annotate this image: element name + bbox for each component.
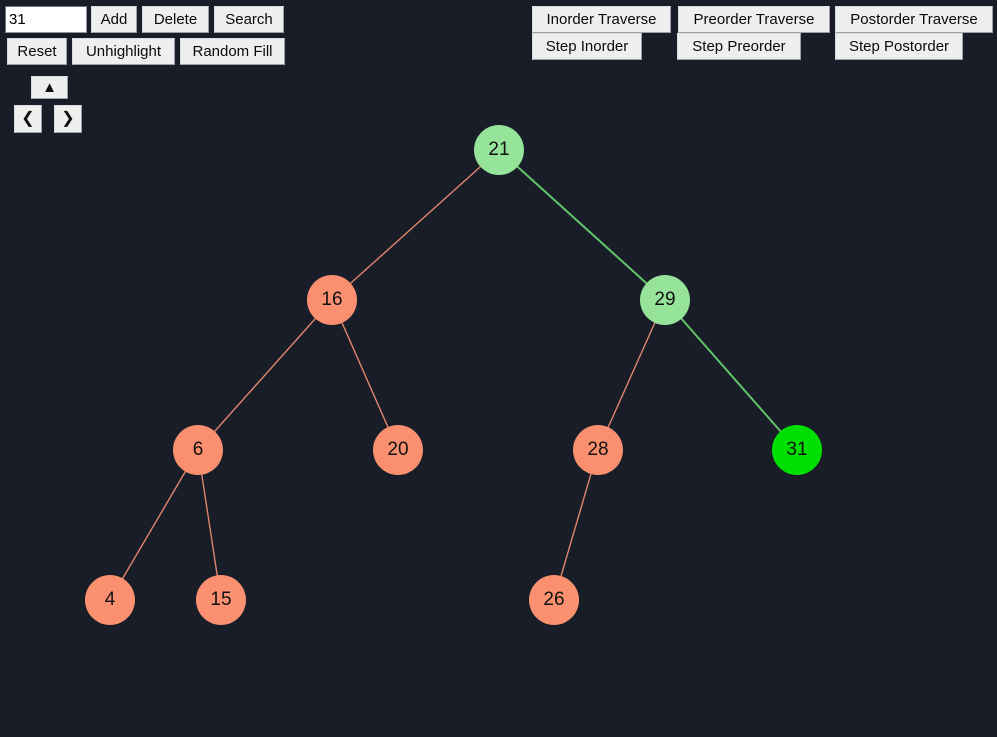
add-button[interactable]: Add	[91, 6, 137, 33]
delete-button[interactable]: Delete	[142, 6, 209, 33]
preorder-traverse-button[interactable]: Preorder Traverse	[678, 6, 830, 33]
reset-button[interactable]: Reset	[7, 38, 67, 65]
tree-node[interactable]: 15	[196, 575, 246, 625]
tree-node[interactable]: 28	[573, 425, 623, 475]
nav-right-button[interactable]: ❯	[54, 105, 82, 133]
search-button[interactable]: Search	[214, 6, 284, 33]
tree-edge	[606, 320, 657, 430]
chevron-right-icon: ❯	[61, 110, 75, 127]
tree-edge	[515, 164, 649, 286]
tree-edge	[679, 316, 783, 434]
tree-node-label: 26	[543, 589, 565, 610]
tree-edge	[348, 164, 483, 286]
tree-node-label: 21	[488, 139, 510, 160]
tree-node[interactable]: 6	[173, 425, 223, 475]
tree-node-label: 20	[387, 439, 409, 460]
tree-node-label: 28	[587, 439, 609, 460]
tree-node[interactable]: 21	[474, 125, 524, 175]
tree-node-label: 29	[654, 289, 676, 310]
nav-up-button[interactable]: ▲	[31, 76, 68, 99]
step-postorder-button[interactable]: Step Postorder	[835, 33, 963, 60]
postorder-traverse-button[interactable]: Postorder Traverse	[835, 6, 993, 33]
tree-node[interactable]: 29	[640, 275, 690, 325]
tree-edge	[200, 472, 219, 578]
triangle-up-icon: ▲	[42, 79, 57, 96]
tree-node-label: 4	[104, 589, 116, 610]
tree-edge	[212, 316, 318, 434]
unhighlight-button[interactable]: Unhighlight	[72, 38, 175, 65]
tree-node-label: 6	[192, 439, 204, 460]
tree-edge	[121, 469, 187, 581]
chevron-left-icon: ❮	[21, 110, 35, 127]
random-fill-button[interactable]: Random Fill	[180, 38, 285, 65]
tree-node-label: 15	[210, 589, 232, 610]
inorder-traverse-button[interactable]: Inorder Traverse	[532, 6, 671, 33]
nav-left-button[interactable]: ❮	[14, 105, 42, 133]
tree-node[interactable]: 20	[373, 425, 423, 475]
tree-node-label: 16	[321, 289, 343, 310]
tree-edge	[340, 320, 390, 430]
tree-node[interactable]: 31	[772, 425, 822, 475]
tree-node[interactable]: 4	[85, 575, 135, 625]
tree-edge	[559, 471, 593, 579]
tree-node[interactable]: 26	[529, 575, 579, 625]
step-preorder-button[interactable]: Step Preorder	[677, 33, 801, 60]
step-inorder-button[interactable]: Step Inorder	[532, 33, 642, 60]
tree-node[interactable]: 16	[307, 275, 357, 325]
tree-node-label: 31	[786, 439, 808, 460]
value-input[interactable]	[5, 6, 87, 33]
